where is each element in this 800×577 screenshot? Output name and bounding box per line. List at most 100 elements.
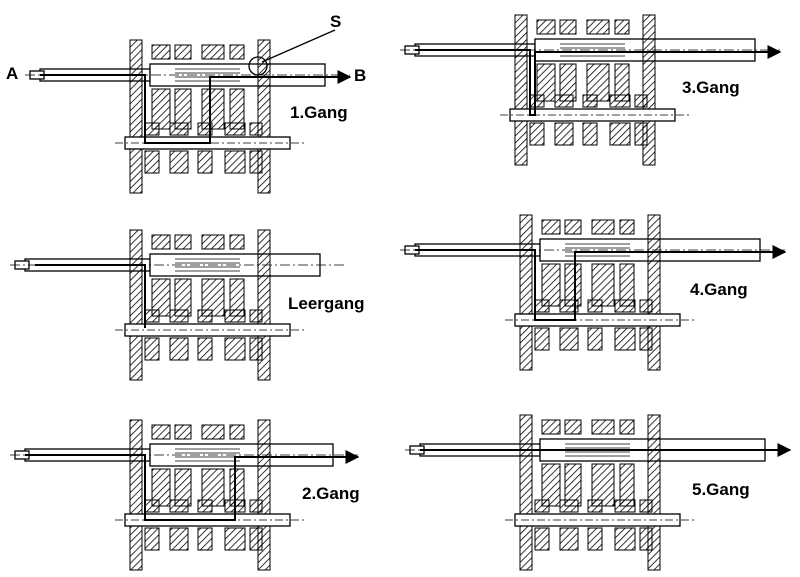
counter-gear-bottom <box>609 122 631 146</box>
shift-sleeve-marker <box>248 56 268 76</box>
main-gear-bottom <box>591 263 615 307</box>
counter-gear-top <box>582 94 598 108</box>
counter-gear-bottom <box>534 527 550 551</box>
main-gear-bottom <box>536 63 556 102</box>
counter-gear-top <box>639 499 653 513</box>
panel-gear-5 <box>405 414 792 571</box>
counter-gear-top <box>587 299 603 313</box>
main-gear-top <box>541 219 561 235</box>
housing-wall-left <box>514 14 528 166</box>
counter-gear-bottom <box>587 327 603 351</box>
main-gear-top <box>619 419 635 435</box>
shift-sleeve-pointer <box>261 29 336 63</box>
counter-gear-top <box>534 299 550 313</box>
housing-wall-left <box>129 229 143 381</box>
counter-gear-bottom <box>249 150 263 174</box>
label-shift-sleeve-s: S <box>330 12 342 31</box>
counter-gear-top <box>144 499 160 513</box>
counter-gear-top <box>249 499 263 513</box>
counter-gear-bottom <box>144 150 160 174</box>
counter-gear-bottom <box>639 327 653 351</box>
main-gear-bottom <box>541 263 561 307</box>
counter-gear-bottom <box>534 327 550 351</box>
counter-gear-top <box>224 122 246 136</box>
main-gear-top <box>564 219 582 235</box>
counter-gear-top <box>224 309 246 323</box>
counter-gear-bottom <box>144 527 160 551</box>
main-gear-top <box>229 234 245 250</box>
main-gear-top <box>151 234 171 250</box>
counter-gear-top <box>249 122 263 136</box>
main-gear-top <box>591 419 615 435</box>
counter-gear-top <box>197 122 213 136</box>
housing-wall-left <box>519 214 533 371</box>
counter-gear-top <box>529 94 545 108</box>
counter-gear-bottom <box>614 327 636 351</box>
main-gear-bottom <box>591 463 615 507</box>
main-gear-top <box>201 234 225 250</box>
housing-wall-left <box>519 414 533 571</box>
counter-gear-top <box>169 122 189 136</box>
main-gear-bottom <box>541 463 561 507</box>
counter-gear-bottom <box>582 122 598 146</box>
counter-gear-top <box>249 309 263 323</box>
counter-gear-top <box>587 499 603 513</box>
power-flow-path <box>40 70 352 144</box>
panel-label-gear-5: 5.Gang <box>692 480 750 499</box>
housing-wall-left <box>129 419 143 571</box>
counter-gear-top <box>634 94 648 108</box>
panel-gear-4 <box>400 214 787 371</box>
main-gear-top <box>536 19 556 35</box>
label-output-b: B <box>354 66 367 85</box>
counter-gear-bottom <box>559 527 579 551</box>
main-gear-top <box>174 44 192 60</box>
main-gear-top <box>614 19 630 35</box>
counter-gear-bottom <box>529 122 545 146</box>
counter-gear-top <box>614 499 636 513</box>
main-gear-top <box>229 424 245 440</box>
main-gear-bottom <box>201 88 225 130</box>
panel-neutral <box>10 229 345 381</box>
counter-gear-bottom <box>197 150 213 174</box>
counter-gear-bottom <box>614 527 636 551</box>
panel-gear-1 <box>25 39 352 194</box>
housing-wall-left <box>129 39 143 194</box>
main-gear-top <box>201 424 225 440</box>
main-gear-bottom <box>201 278 225 317</box>
counter-gear-bottom <box>639 527 653 551</box>
counter-gear-bottom <box>197 527 213 551</box>
main-gear-top <box>586 19 610 35</box>
main-gear-top <box>201 44 225 60</box>
counter-gear-top <box>609 94 631 108</box>
counter-gear-bottom <box>169 337 189 361</box>
panel-label-gear-2: 2.Gang <box>302 484 360 503</box>
counter-gear-bottom <box>224 527 246 551</box>
panel-label-gear-1: 1.Gang <box>290 103 348 122</box>
counter-gear-top <box>639 299 653 313</box>
counter-gear-bottom <box>144 337 160 361</box>
counter-gear-top <box>144 309 160 323</box>
main-gear-top <box>174 424 192 440</box>
main-gear-bottom <box>201 468 225 507</box>
main-gear-top <box>591 219 615 235</box>
main-gear-bottom <box>151 278 171 317</box>
counter-gear-bottom <box>169 527 189 551</box>
counter-gear-bottom <box>587 527 603 551</box>
panel-gear-2 <box>10 419 360 571</box>
panel-gear-3 <box>400 14 782 166</box>
main-gear-top <box>229 44 245 60</box>
main-gear-bottom <box>151 468 171 507</box>
power-flow-path <box>25 450 360 521</box>
counter-gear-top <box>169 309 189 323</box>
main-gear-bottom <box>586 63 610 102</box>
counter-gear-bottom <box>634 122 648 146</box>
main-gear-top <box>174 234 192 250</box>
counter-gear-top <box>169 499 189 513</box>
counter-gear-bottom <box>224 150 246 174</box>
counter-gear-bottom <box>197 337 213 361</box>
counter-gear-top <box>534 499 550 513</box>
power-flow-path <box>415 245 787 321</box>
main-gear-top <box>564 419 582 435</box>
panel-label-gear-3: 3.Gang <box>682 78 740 97</box>
counter-gear-top <box>559 499 579 513</box>
